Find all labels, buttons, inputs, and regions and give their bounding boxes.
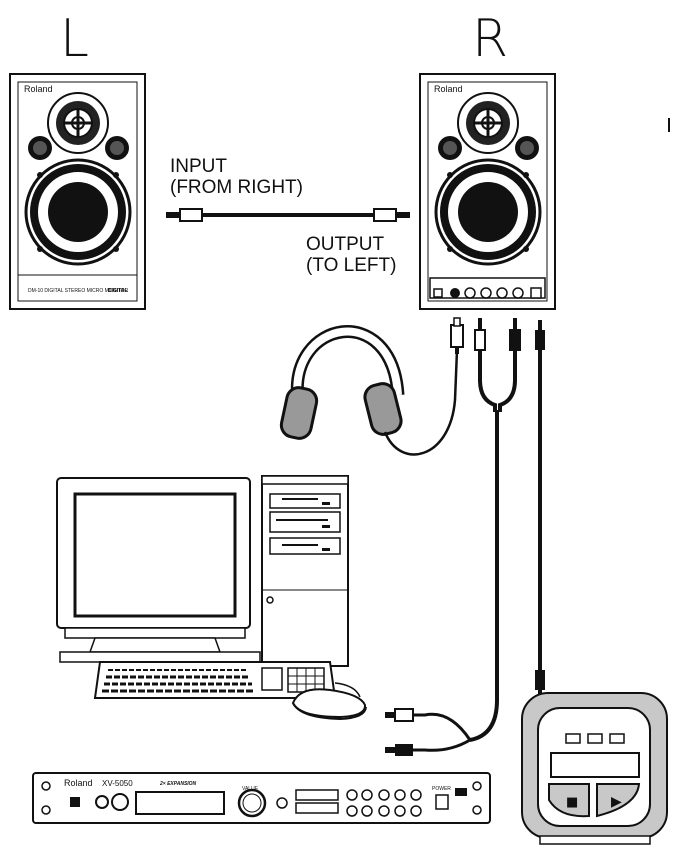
module-button-icon	[378, 805, 390, 817]
stop-icon: ■	[566, 795, 578, 810]
module-button-icon	[410, 805, 422, 817]
optical-plug-icon	[535, 330, 545, 350]
headphones-icon	[279, 325, 459, 456]
player-indicator-icon	[609, 733, 625, 744]
play-icon: ▶	[611, 794, 622, 810]
right-tweeter-icon	[457, 92, 519, 154]
left-speaker: Roland DM-10 DIGITAL STEREO MICRO MONITO…	[9, 73, 146, 310]
input-label: INPUT	[170, 156, 227, 177]
left-speaker-model: DM-10 DIGITAL STEREO MICRO MONITOR	[28, 288, 129, 294]
module-expansion: 2× EXPANSION	[159, 781, 197, 787]
rca-plug-icon	[373, 208, 397, 222]
audio-player: ■ ▶	[521, 692, 668, 845]
power-button-icon	[266, 596, 274, 604]
rca-plug-icon	[509, 329, 521, 351]
module-button-icon	[410, 789, 422, 801]
drive-bay-icon	[269, 511, 341, 533]
mouse-icon	[291, 682, 367, 721]
rca-plug-icon	[394, 708, 414, 722]
module-button-icon	[378, 789, 390, 801]
rca-plug-icon	[395, 744, 413, 756]
left-tweeter-icon	[47, 92, 109, 154]
speaker-link-cable	[166, 208, 410, 222]
player-indicator-icon	[587, 733, 603, 744]
left-speaker-brand: Roland	[24, 84, 53, 94]
output-label: OUTPUT	[306, 234, 385, 255]
rack-screw-icon	[472, 805, 482, 815]
rack-screw-icon	[41, 805, 51, 815]
edge-mark	[668, 118, 670, 132]
module-logo-icon	[455, 788, 467, 796]
computer-icon	[56, 475, 367, 721]
rca-plug-icon	[179, 208, 203, 222]
optical-plug-icon	[535, 670, 545, 690]
right-speaker: Roland	[419, 73, 556, 310]
headphone-plug-icon	[450, 317, 464, 354]
module-model: XV-5050	[102, 779, 133, 788]
optical-jack-icon	[530, 287, 542, 299]
left-woofer-icon	[24, 158, 132, 266]
left-channel-label: L	[60, 9, 89, 69]
stop-button[interactable]	[548, 783, 590, 818]
module-button-icon	[276, 797, 288, 809]
right-woofer-icon	[434, 158, 542, 266]
module-button-icon	[346, 805, 358, 817]
module-brand: Roland	[64, 778, 93, 788]
optical-cable	[535, 320, 545, 698]
right-speaker-brand: Roland	[434, 84, 463, 94]
volume-knob-icon	[464, 287, 476, 299]
power-switch-icon	[433, 288, 443, 298]
rack-screw-icon	[41, 781, 51, 791]
drive-bay-icon	[269, 493, 341, 509]
module-power-label: POWER	[432, 786, 451, 792]
module-button-icon	[394, 805, 406, 817]
rca-stereo-cable	[385, 318, 521, 756]
input-jack-icon	[480, 287, 492, 299]
input-jack-icon	[496, 287, 508, 299]
left-speaker-badge: DIGITAL	[108, 288, 128, 294]
usb-port-icon	[70, 797, 80, 807]
module-button-icon	[394, 789, 406, 801]
keyboard-icon	[93, 661, 337, 699]
module-display	[135, 791, 225, 815]
phones-jack-icon	[95, 795, 109, 809]
rack-screw-icon	[472, 781, 482, 791]
module-button-icon	[361, 805, 373, 817]
rca-plug-icon	[474, 329, 486, 351]
output-label-sub: (TO LEFT)	[306, 255, 396, 276]
player-display	[550, 752, 640, 778]
input-label-sub: (FROM RIGHT)	[170, 177, 303, 198]
module-power-switch-icon	[435, 794, 449, 810]
player-indicator-icon	[565, 733, 581, 744]
module-button-icon	[346, 789, 358, 801]
volume-knob-icon	[111, 793, 129, 811]
module-button-icon	[361, 789, 373, 801]
input-jack-icon	[512, 287, 524, 299]
monitor-screen	[73, 492, 237, 618]
right-channel-label: R	[472, 9, 508, 69]
power-led-icon	[450, 288, 460, 298]
rack-module: Roland XV-5050 2× EXPANSION VALUE POWER	[32, 772, 491, 824]
play-button[interactable]	[596, 783, 641, 818]
